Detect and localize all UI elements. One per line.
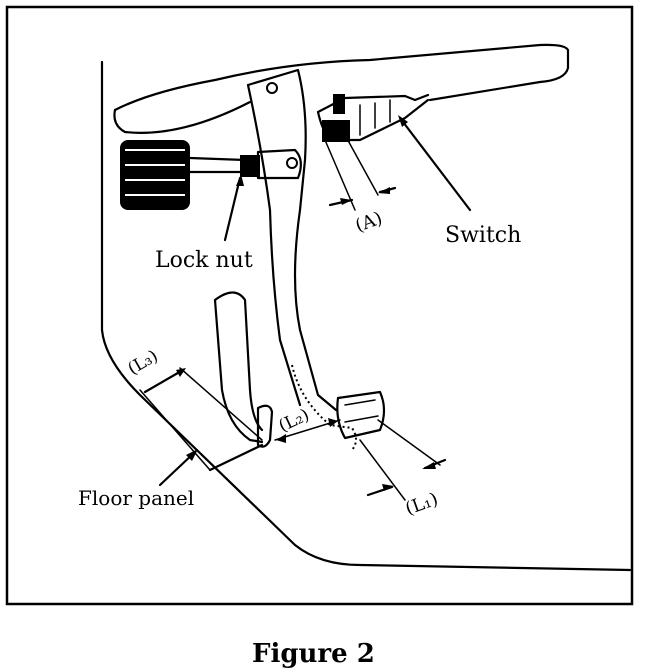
dimension-l1 — [359, 419, 447, 501]
label-l2: (L₂) — [276, 405, 313, 436]
booster-bellows — [120, 140, 247, 210]
switch-leader — [398, 115, 472, 212]
pedal-pivot — [266, 82, 278, 94]
dimension-l2 — [274, 418, 341, 443]
brake-pedal-arm — [246, 68, 338, 412]
figure-frame — [5, 5, 634, 606]
label-switch: Switch — [445, 223, 521, 248]
brake-switch — [316, 93, 430, 142]
lock-nut-leader — [223, 174, 244, 242]
dashboard-outline — [100, 60, 632, 572]
dimension-a — [324, 134, 397, 211]
push-rod-clevis — [240, 148, 302, 180]
label-a: (A) — [353, 208, 386, 237]
label-l3: (L₃) — [125, 346, 162, 379]
label-floor-panel: Floor panel — [78, 486, 194, 510]
brake-pedal-pad — [336, 390, 386, 440]
floor-panel-leader — [158, 449, 198, 487]
label-lock-nut: Lock nut — [155, 248, 253, 273]
dimension-l3 — [139, 367, 264, 472]
pedal-travel-dotted — [291, 364, 357, 451]
clutch-pedal-arm — [213, 291, 264, 444]
figure-caption: Figure 2 — [252, 639, 375, 669]
label-l1: (L₁) — [403, 489, 441, 520]
dash-lower-edge — [113, 100, 252, 134]
dash-upper-panel — [113, 43, 570, 112]
